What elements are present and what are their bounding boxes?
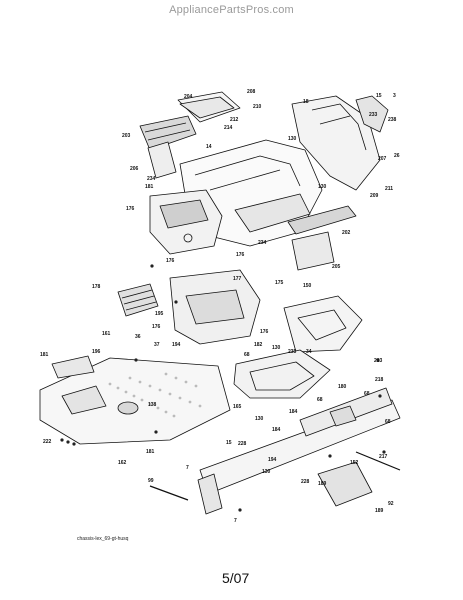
watermark: AppliancePartsPros.com — [169, 4, 294, 16]
label-206: 206 — [130, 166, 139, 172]
label-202: 202 — [342, 230, 351, 236]
label-3: 3 — [393, 93, 396, 99]
label-176-b: 176 — [166, 258, 175, 264]
label-15: 15 — [376, 93, 382, 99]
label-194-a: 194 — [172, 342, 181, 348]
label-130-c: 130 — [272, 345, 281, 351]
label-233: 233 — [369, 112, 378, 118]
label-182: 182 — [254, 342, 263, 348]
label-14: 14 — [206, 144, 212, 150]
revision-date: 5/07 — [222, 570, 250, 586]
label-214: 214 — [224, 125, 233, 131]
label-130-b: 130 — [318, 184, 327, 190]
label-212: 212 — [230, 117, 239, 123]
label-165: 165 — [233, 404, 242, 410]
label-18: 18 — [303, 99, 309, 105]
label-68-a: 68 — [244, 352, 250, 358]
label-181-b: 181 — [40, 352, 49, 358]
label-7-b: 7 — [234, 518, 237, 524]
label-150: 150 — [303, 283, 312, 289]
label-181-c: 181 — [146, 449, 155, 455]
diagram-caption: chassis-lex_69-gt-husq — [77, 536, 129, 542]
label-222: 222 — [43, 439, 52, 445]
label-176-a: 176 — [126, 206, 135, 212]
label-213: 213 — [374, 358, 383, 364]
label-180: 180 — [338, 384, 347, 390]
label-181-a: 181 — [145, 184, 154, 190]
label-211: 211 — [385, 186, 393, 192]
label-209: 209 — [370, 193, 379, 199]
label-138: 138 — [148, 402, 157, 408]
label-207: 207 — [378, 156, 387, 162]
label-184-a: 184 — [289, 409, 298, 415]
label-162: 162 — [118, 460, 127, 466]
label-205: 205 — [332, 264, 341, 270]
label-175: 175 — [275, 280, 284, 286]
label-194-b: 194 — [268, 457, 277, 463]
label-26: 26 — [394, 153, 400, 159]
label-235: 235 — [288, 349, 297, 355]
label-177: 177 — [233, 276, 242, 282]
label-68-d: 68 — [385, 419, 391, 425]
label-208: 208 — [247, 89, 256, 95]
label-196: 196 — [92, 349, 101, 355]
label-195: 195 — [155, 311, 164, 317]
label-189-b: 189 — [375, 508, 384, 514]
label-92: 92 — [388, 501, 394, 507]
label-178: 178 — [92, 284, 101, 290]
label-68-c: 68 — [364, 391, 370, 397]
label-37: 37 — [154, 342, 160, 348]
label-184-b: 184 — [272, 427, 281, 433]
label-36: 36 — [135, 334, 141, 340]
label-234-b: 234 — [258, 240, 267, 246]
label-130-e: 130 — [262, 469, 271, 475]
label-161: 161 — [102, 331, 111, 337]
label-217: 217 — [379, 454, 388, 460]
label-176-d: 176 — [152, 324, 161, 330]
label-99: 99 — [148, 478, 154, 484]
label-228-b: 228 — [301, 479, 310, 485]
label-204: 204 — [184, 94, 193, 100]
label-210: 210 — [253, 104, 262, 110]
label-218: 218 — [375, 377, 384, 383]
label-130-d: 130 — [255, 416, 264, 422]
label-15-b: 15 — [226, 440, 232, 446]
label-130-a: 130 — [288, 136, 297, 142]
label-176-c: 176 — [236, 252, 245, 258]
label-7-a: 7 — [186, 465, 189, 471]
label-176-e: 176 — [260, 329, 269, 335]
label-234-a: 234 — [147, 176, 156, 182]
label-34: 34 — [306, 349, 312, 355]
label-203: 203 — [122, 133, 131, 139]
label-238: 238 — [388, 117, 397, 123]
label-68-b: 68 — [317, 397, 323, 403]
label-228-a: 228 — [238, 441, 247, 447]
label-152: 152 — [350, 460, 359, 466]
label-189-a: 189 — [318, 481, 327, 487]
